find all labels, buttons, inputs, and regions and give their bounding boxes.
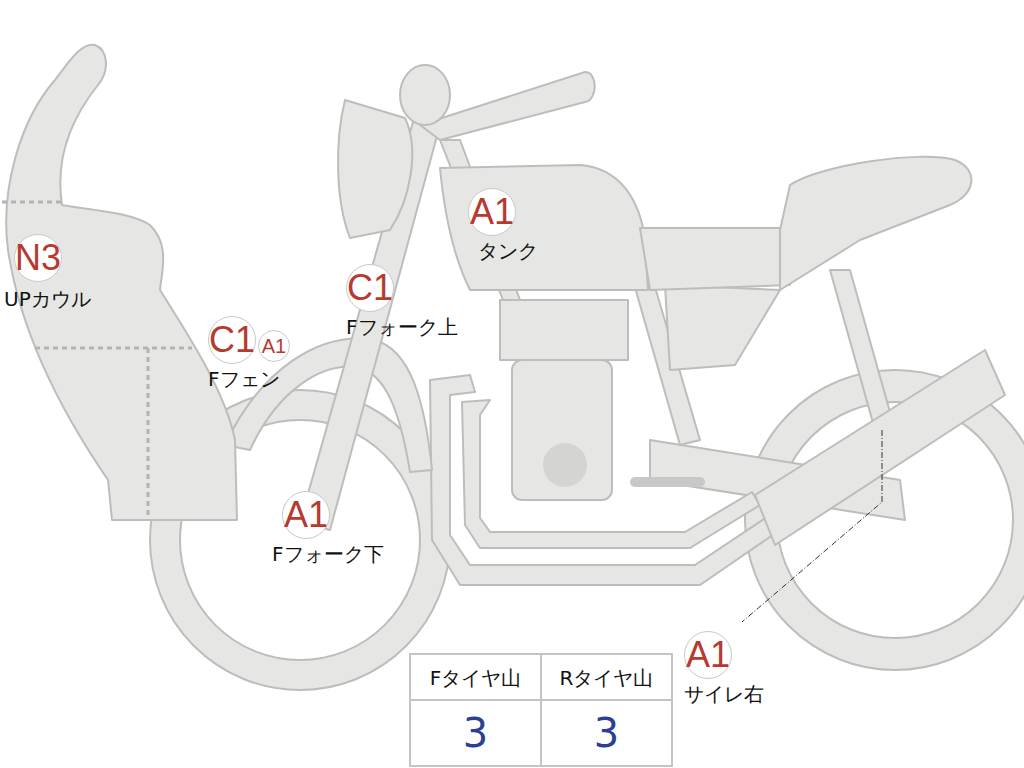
callout-code: C1	[208, 316, 256, 364]
part-name: タンク	[478, 240, 538, 262]
part-name: UPカウル	[4, 288, 91, 310]
table-grid	[410, 654, 672, 766]
engine-block	[512, 360, 612, 500]
leader-line	[742, 430, 882, 622]
meter	[400, 65, 450, 125]
callout-code: A1	[282, 491, 330, 539]
callout: C1Fフォーク上	[346, 264, 458, 334]
rear-shock	[830, 270, 895, 430]
part-name: サイレ右	[684, 683, 764, 705]
footpeg	[635, 477, 700, 487]
fuel-tank	[440, 165, 648, 290]
callout-code: A1	[258, 330, 290, 362]
muffler	[755, 350, 1005, 545]
callout-code: A1	[684, 631, 732, 679]
callout: A1タンク	[468, 188, 528, 258]
table-header: Rタイヤ山	[541, 656, 672, 700]
callout-code: N3	[14, 234, 62, 282]
engine-head	[500, 300, 628, 360]
callout: A1サイレ右	[684, 631, 764, 701]
callout: N3UPカウル	[14, 234, 101, 304]
callout: A1	[258, 330, 290, 362]
table-header: Fタイヤ山	[410, 656, 541, 700]
cowl-division	[147, 348, 150, 515]
tread-table	[410, 654, 672, 766]
callout-code: A1	[468, 188, 516, 236]
upper-cowl	[6, 45, 237, 520]
seat-front	[640, 228, 790, 290]
part-name: Fフェン	[208, 368, 280, 390]
headlight	[338, 100, 412, 238]
callout: A1Fフォーク下	[282, 491, 394, 561]
cowl-division	[2, 201, 62, 204]
seat-rear	[780, 157, 971, 290]
callout-code: C1	[346, 264, 394, 312]
part-name: Fフォーク下	[272, 543, 384, 565]
cowl-division	[35, 347, 192, 350]
side-cover	[665, 285, 780, 370]
table-value: 3	[541, 702, 672, 764]
engine-cover	[543, 443, 587, 487]
table-value: 3	[410, 702, 541, 764]
part-name: Fフォーク上	[346, 316, 458, 338]
